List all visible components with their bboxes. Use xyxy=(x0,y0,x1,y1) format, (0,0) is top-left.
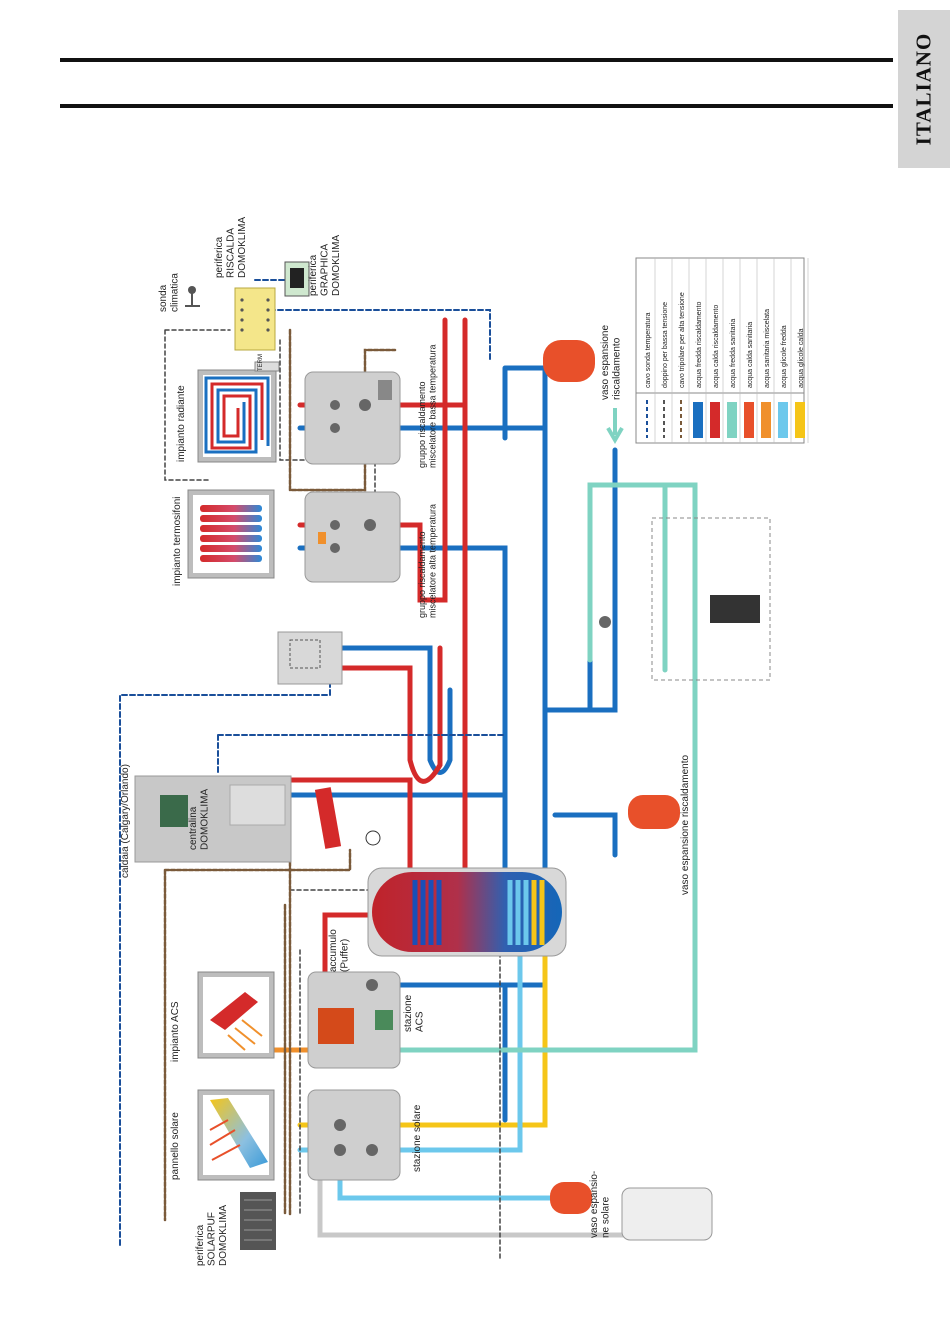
term-tag xyxy=(254,361,280,372)
pipe-heating-hot-boiler xyxy=(287,777,413,873)
puffer-tank xyxy=(372,872,562,952)
mixing-group-high-temp xyxy=(304,491,401,583)
shower-head xyxy=(210,992,258,1030)
label-stazione-acs-line-1: ACS xyxy=(415,1011,426,1032)
legend-label-2: cavo tripolare per alta tensione xyxy=(679,292,686,388)
legend-label-1: doppino per bassa tensione xyxy=(662,302,669,388)
label-impianto-radiante: impianto radiante xyxy=(176,385,187,462)
language-tab: ITALIANO xyxy=(898,10,950,168)
label-vaso-riscaldamento-top-line-1: riscaldamento xyxy=(612,337,623,400)
cold-water-inlet-arrow xyxy=(606,408,624,444)
label-vaso-riscaldamento-mid: vaso espansione riscaldamento xyxy=(680,754,691,895)
legend-swatch-5 xyxy=(727,402,737,438)
pipe-heating-cold-exp2 xyxy=(552,812,618,858)
solar-station xyxy=(307,1089,401,1181)
glycol-tank xyxy=(621,1187,713,1241)
label-graphica-line-2: DOMOKLIMA xyxy=(331,235,342,296)
cable-hv-3 xyxy=(288,328,397,492)
header-rule-top xyxy=(60,58,893,62)
heat-exchanger xyxy=(314,787,342,849)
legend-label-9: acqua glicole calda xyxy=(798,328,805,388)
legend-swatch-6 xyxy=(744,402,754,438)
legend: cavo sonda temperatura doppino per bassa … xyxy=(635,257,809,444)
pipe-glycol-drain xyxy=(317,1162,633,1238)
vessel-heating-mid xyxy=(628,795,680,829)
label-solarpuf-line-2: DOMOKLIMA xyxy=(218,1205,229,1266)
label-centralina-line-0: centralina xyxy=(188,806,199,850)
legend-swatch-8 xyxy=(778,402,788,438)
legend-label-3: acqua fredda riscaldamento xyxy=(696,302,703,388)
legend-label-5: acqua fredda sanitaria xyxy=(730,319,737,388)
label-pannello-solare: pannello solare xyxy=(170,1112,181,1180)
label-sonda-climatica-line-1: climatica xyxy=(170,273,181,312)
label-gruppo-bassa-line-1: miscelatore bassa temperatura xyxy=(428,344,438,468)
aux-exchanger xyxy=(277,631,343,685)
mixing-group-low-temp xyxy=(304,371,401,465)
label-gruppo-alta-line-1: miscelatore alta temperatura xyxy=(428,504,438,618)
solar-collector xyxy=(210,1098,268,1168)
label-riscalda-line-2: DOMOKLIMA xyxy=(237,217,248,278)
label-accumulo-line-0: accumulo xyxy=(328,929,339,972)
label-accumulo-line-1: (Puffer) xyxy=(340,939,351,972)
legend-label-6: acqua calda sanitaria xyxy=(747,322,754,388)
label-vaso-riscaldamento-top-line-0: vaso espansione xyxy=(600,325,611,400)
label-stazione-solare: stazione solare xyxy=(412,1104,423,1172)
legend-label-8: acqua glicole fredda xyxy=(781,325,788,388)
pipe-sanitary-cold xyxy=(352,482,698,1053)
legend-swatch-7 xyxy=(761,402,771,438)
label-graphica-line-1: GRAPHICA xyxy=(320,243,331,296)
cable-probe-main xyxy=(119,674,331,1246)
legend-label-0: cavo sonda temperatura xyxy=(645,312,652,388)
label-vaso-solare-line-0: vaso espansio- xyxy=(589,1171,600,1238)
legend-label-4: acqua calda riscaldamento xyxy=(713,305,720,388)
puffer-coil-solar xyxy=(507,880,545,945)
pipe-heating-cold-aux xyxy=(337,645,453,775)
sonda-mast xyxy=(185,292,200,307)
legend-swatch-4 xyxy=(710,402,720,438)
legend-swatch-3 xyxy=(693,402,703,438)
softener xyxy=(710,595,760,623)
cable-lowv-1 xyxy=(164,329,231,481)
label-impianto-termosifoni: impianto termosifoni xyxy=(172,497,183,586)
label-solarpuf-line-0: periferica xyxy=(195,1224,206,1266)
centralina-board xyxy=(160,795,188,827)
label-graphica-line-0: periferica xyxy=(308,254,319,296)
valves-high xyxy=(318,519,376,553)
legend-swatch-9 xyxy=(795,402,805,438)
label-term-tag: TERM xyxy=(258,354,264,371)
label-sonda-climatica-line-0: sonda xyxy=(158,284,169,312)
vessel-solar xyxy=(550,1182,592,1214)
cable-hv-1 xyxy=(163,848,352,1222)
vessel-heating-top xyxy=(543,340,595,382)
label-vaso-solare-line-1: ne solare xyxy=(601,1196,612,1238)
cable-probe-top xyxy=(254,279,491,361)
pipe-heating-hot-aux xyxy=(337,645,443,784)
label-caldaia: caldaia (Calgary/Orlando) xyxy=(120,764,131,878)
radiator-fins xyxy=(200,505,262,562)
cable-probe-boiler xyxy=(217,734,506,776)
solarpuf-peripheral xyxy=(240,1192,276,1250)
valves-low xyxy=(330,380,392,433)
radiant-coil xyxy=(210,382,264,450)
label-centralina-line-1: DOMOKLIMA xyxy=(200,789,211,850)
sanitary-group-box xyxy=(651,517,771,681)
label-stazione-acs-line-0: stazione xyxy=(403,994,414,1032)
acs-plate-exchanger xyxy=(318,1008,354,1044)
label-riscalda-line-0: periferica xyxy=(214,236,225,278)
label-solarpuf-line-1: SOLARPUF xyxy=(207,1212,218,1266)
label-gruppo-alta-line-0: gruppo riscaldamento xyxy=(417,531,427,618)
label-impianto-acs: impianto ACS xyxy=(170,1001,181,1062)
sanitary-gauge xyxy=(599,616,611,628)
boiler-pump xyxy=(365,830,381,846)
pipe-heating-hot-puffer xyxy=(322,912,383,988)
pipe-heating-cold-return xyxy=(542,447,618,713)
label-riscalda-line-1: RISCALDA xyxy=(226,228,237,278)
header-rule-bottom xyxy=(60,104,893,108)
label-gruppo-bassa-line-0: gruppo riscaldamento xyxy=(417,381,427,468)
puffer-coil-heating xyxy=(412,880,442,945)
pipe-heating-cold-exp xyxy=(502,365,553,441)
legend-label-7: acqua sanitaria miscelata xyxy=(764,309,771,388)
